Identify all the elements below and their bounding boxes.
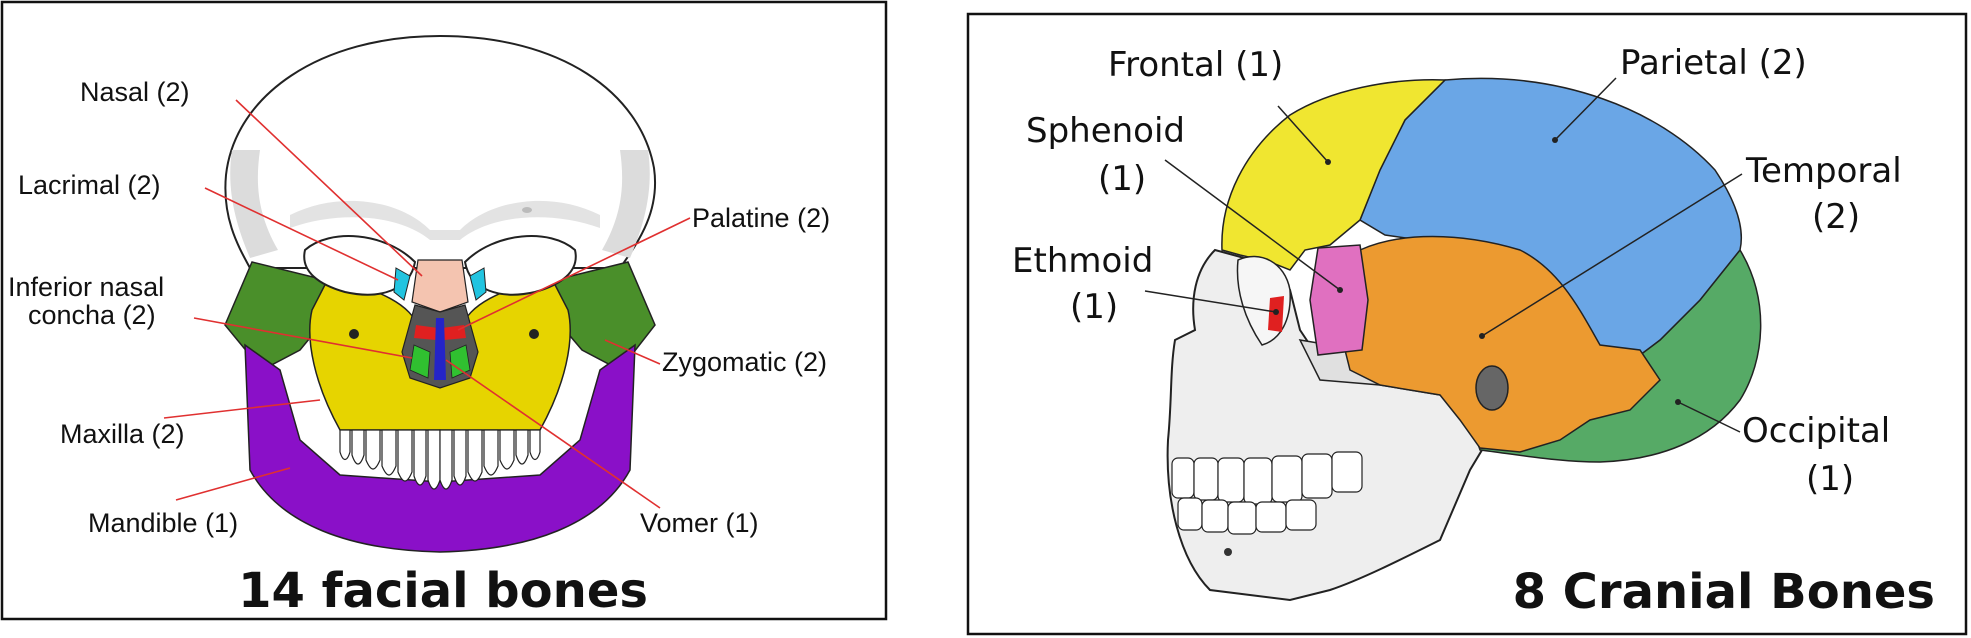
cranial-bones-panel: Frontal (1) Sphenoid (1) Ethmoid (1) Par… [966, 12, 1968, 636]
cranial-panel-title: 8 Cranial Bones [1513, 564, 1935, 620]
side-teeth [1171, 451, 1363, 535]
forehead-mark [522, 207, 532, 213]
label-occipital-line2: (1) [1806, 459, 1854, 499]
front-skull-illustration [163, 34, 691, 553]
leader-mandible [175, 467, 291, 501]
label-parietal: Parietal (2) [1620, 43, 1807, 83]
temple-shading-left [230, 150, 278, 258]
lacrimal-left [393, 267, 411, 301]
label-mandible: Mandible (1) [88, 508, 238, 538]
sphenoid-bone [1309, 244, 1369, 356]
leader-occipital [1677, 401, 1741, 433]
label-inferior-nasal-line1: Inferior nasal [8, 272, 164, 302]
upper-teeth [339, 429, 541, 490]
leader-dots [1273, 137, 1681, 405]
mandible [244, 343, 636, 553]
leader-sphenoid [1164, 159, 1341, 291]
label-sphenoid-line1: Sphenoid [1026, 111, 1185, 151]
leader-ethmoid [1144, 290, 1277, 313]
leader-palatine [457, 217, 691, 331]
foramen-left [349, 329, 359, 339]
leader-maxilla [163, 399, 321, 419]
label-occipital-line1: Occipital [1742, 411, 1890, 451]
facial-panel-title: 14 facial bones [238, 563, 648, 619]
label-temporal-line2: (2) [1812, 197, 1860, 237]
lateral-skull-illustration [1144, 77, 1762, 602]
leader-lacrimal [204, 187, 399, 281]
mental-foramen [1224, 548, 1232, 556]
leader-nasal [235, 99, 423, 277]
label-temporal-line1: Temporal [1745, 151, 1902, 191]
label-inferior-nasal-line2: concha (2) [28, 300, 156, 330]
label-ethmoid-line1: Ethmoid [1012, 241, 1153, 281]
label-lacrimal: Lacrimal (2) [18, 170, 161, 200]
cranial-leader-lines [1144, 77, 1743, 433]
leader-vomer [445, 359, 661, 509]
label-palatine: Palatine (2) [692, 203, 830, 233]
facial-bones-panel: Nasal (2) Lacrimal (2) Inferior nasal co… [0, 0, 888, 621]
inferior-concha-right [449, 344, 471, 379]
nasal-bones [411, 259, 469, 313]
leader-frontal [1277, 105, 1329, 163]
leader-inferior-concha [193, 317, 413, 359]
palatine-left [414, 325, 438, 340]
label-vomer: Vomer (1) [640, 508, 759, 538]
label-nasal: Nasal (2) [80, 77, 190, 107]
inferior-concha-left [409, 344, 431, 379]
leader-temporal [1481, 173, 1743, 337]
ear-canal [1475, 365, 1509, 411]
temporal-bone [1339, 235, 1661, 453]
vomer [434, 318, 446, 380]
facial-leader-lines [163, 99, 691, 509]
frontal-bone [1221, 79, 1447, 271]
lacrimal-right [469, 267, 487, 301]
temple-shading-right [602, 150, 650, 258]
label-frontal: Frontal (1) [1108, 45, 1283, 85]
foramen-right [529, 329, 539, 339]
label-maxilla: Maxilla (2) [60, 419, 185, 449]
leader-zygomatic [604, 339, 661, 365]
label-ethmoid-line2: (1) [1070, 287, 1118, 327]
label-zygomatic: Zygomatic (2) [662, 347, 827, 377]
label-sphenoid-line2: (1) [1098, 159, 1146, 199]
leader-parietal [1554, 77, 1617, 141]
